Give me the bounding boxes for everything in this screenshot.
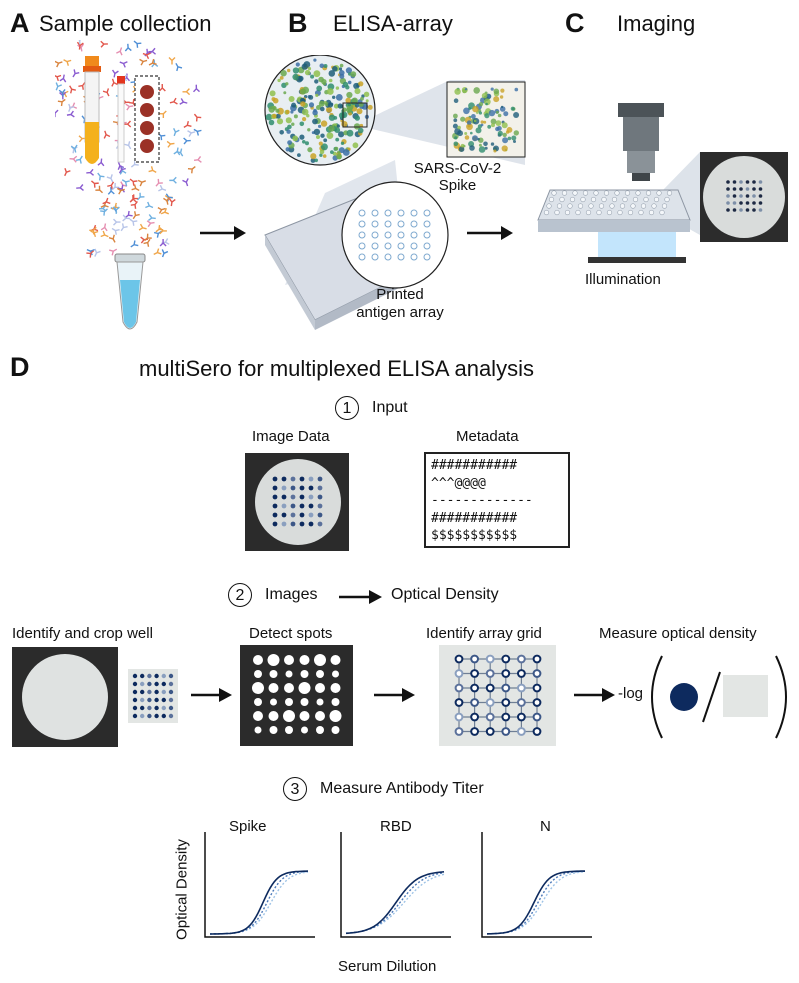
step1-title: Input <box>372 399 408 416</box>
step2-label-grid: Identify array grid <box>426 625 542 642</box>
titer-plot-2 <box>340 832 451 938</box>
panel-c-letter: C <box>565 8 585 38</box>
panel-d-title: multiSero for multiplexed ELISA analysis <box>139 356 534 381</box>
step1-number: 1 <box>335 396 359 420</box>
metadata-label: Metadata <box>456 428 519 445</box>
x-axis-label: Serum Dilution <box>338 958 437 975</box>
array-label-line1: Printed <box>376 286 424 303</box>
panel-b-letter: B <box>288 8 308 38</box>
plot-title-n: N <box>540 818 551 835</box>
metadata-box: ########### ^^^@@@@ ------------- ######… <box>424 452 570 548</box>
plot-title-spike: Spike <box>229 818 267 835</box>
cropped-spot-grid <box>132 673 174 719</box>
detected-spot-grid <box>252 654 342 734</box>
image-data-label: Image Data <box>252 428 330 445</box>
arrow-crop-to-detect <box>191 688 232 702</box>
y-axis-label: Optical Density <box>173 839 191 940</box>
metadata-line: ########### <box>431 458 518 473</box>
input-image-data <box>245 453 349 551</box>
formula-log: -log <box>618 685 644 702</box>
metadata-line: $$$$$$$$$$$ <box>431 528 518 543</box>
cropped-array-image <box>128 669 178 723</box>
arrow-grid-to-measure <box>574 688 615 702</box>
spot-circle-icon <box>670 683 698 711</box>
eppendorf-tube-icon <box>114 253 146 330</box>
imaging-illustration <box>537 103 788 263</box>
detect-spots-image <box>240 645 353 746</box>
panel-d-letter: D <box>10 352 30 382</box>
blood-tube-icon <box>83 56 101 164</box>
step2-title-left: Images <box>265 586 318 603</box>
input-spot-grid <box>272 476 323 527</box>
step2-number: 2 <box>228 583 252 607</box>
camera-objective-icon <box>618 103 664 181</box>
array-label-line2: antigen array <box>356 304 444 321</box>
array-spot-circle <box>341 181 449 289</box>
crop-well-image <box>12 647 118 747</box>
metadata-line: ########### <box>431 510 518 526</box>
panel-b-title: ELISA-array <box>333 11 453 36</box>
illumination-light <box>598 232 676 257</box>
arrow-a-to-b <box>200 226 246 240</box>
blood-spot-card-icon <box>134 75 160 163</box>
capillary-tube-icon <box>117 76 125 163</box>
spike-label-line2: Spike <box>438 177 477 194</box>
step2-arrow <box>339 590 382 604</box>
step3-number: 3 <box>283 777 307 801</box>
step2-title-right: Optical Density <box>391 586 499 603</box>
metadata-line: ------------- <box>431 493 533 508</box>
metadata-line: ^^^@@@@ <box>431 475 486 491</box>
panel-c-title: Imaging <box>617 11 696 36</box>
elisa-array-illustration <box>264 55 526 330</box>
array-grid-image <box>439 645 556 746</box>
titer-plot-1 <box>204 832 315 938</box>
illumination-label: Illumination <box>585 271 661 288</box>
step2-label-measure: Measure optical density <box>599 625 757 642</box>
light-source-icon <box>588 257 686 263</box>
plot-title-rbd: RBD <box>380 818 412 835</box>
plate-icon <box>537 189 691 232</box>
background-square-icon <box>723 675 768 717</box>
sample-collection-illustration <box>55 40 202 330</box>
arrow-detect-to-grid <box>374 688 415 702</box>
arrow-b-to-c <box>467 226 513 240</box>
antigen-array-dots <box>358 209 431 261</box>
spike-label-line1: SARS-CoV-2 <box>413 160 502 177</box>
step2-label-detect: Detect spots <box>249 625 333 642</box>
titer-curves <box>204 832 592 938</box>
titer-plot-3 <box>481 832 592 938</box>
step2-label-crop: Identify and crop well <box>12 625 153 642</box>
antibody-cloud <box>55 40 202 258</box>
panel-a-title: Sample collection <box>39 11 212 36</box>
array-grid-overlay <box>454 654 542 736</box>
od-formula <box>651 655 787 739</box>
panel-a-letter: A <box>10 8 30 38</box>
step3-title: Measure Antibody Titer <box>320 780 484 797</box>
